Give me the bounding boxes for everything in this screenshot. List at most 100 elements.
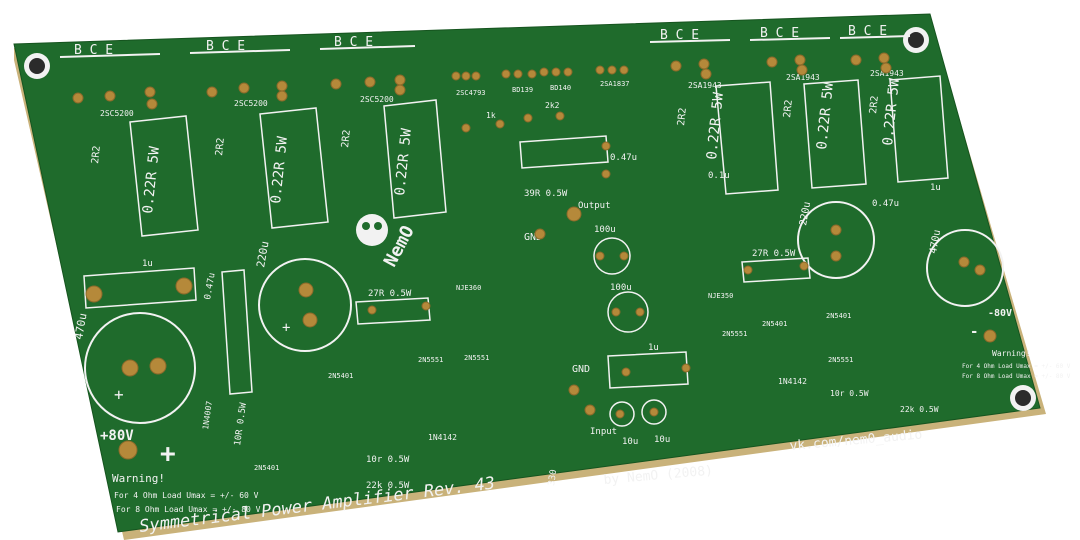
- warning-title-right: Warning!: [992, 349, 1031, 358]
- transistor-label-driver1: 2SC4793: [456, 89, 486, 97]
- capacitor-1u-left-label: 1u: [142, 259, 153, 269]
- gnd-label-top: GND: [524, 232, 542, 243]
- capacitor-01u-label: 0.1u: [708, 171, 730, 181]
- transistor-label-small-1: 2N5401: [328, 372, 353, 380]
- transistor-label-driver3: BD140: [550, 84, 571, 92]
- transistor-label-driver2: BD139: [512, 86, 533, 94]
- capacitor-470u-left: +: [84, 312, 196, 424]
- capacitor-220u-left: +: [258, 258, 352, 352]
- capacitor-100u-b-label: 100u: [610, 283, 632, 293]
- transistor-label-small-3: 2N5401: [254, 464, 279, 472]
- resistor-27r-left: [355, 297, 431, 325]
- resistor-27r-left-label: 27R 0.5W: [368, 289, 412, 299]
- resistor-2k2-label: 2k2: [545, 101, 560, 110]
- bce-label-4: B C E: [660, 28, 699, 43]
- transistor-label-small-7: 2N5401: [826, 312, 851, 320]
- plus-supply-label: +80V: [100, 428, 134, 444]
- capacitor-10u-a-label: 10u: [622, 437, 638, 447]
- capacitor-1u-mid: [607, 351, 689, 389]
- emitter-resistor-outlines: [129, 75, 949, 237]
- resistor-22k-label: 22k 0.5W: [366, 481, 410, 491]
- resistor-27r-right: [741, 257, 811, 283]
- capacitor-470u-right-label: 470u: [928, 229, 943, 255]
- mounting-hole-top-left: [24, 53, 50, 79]
- input-label: Input: [590, 427, 617, 437]
- transistor-label-small-2: 2N5551: [418, 356, 443, 364]
- transistor-label-out5: 2SA1943: [786, 73, 820, 82]
- capacitor-220u-left-label: 220u: [254, 240, 271, 268]
- resistor-27r-right-label: 27R 0.5W: [752, 249, 796, 259]
- svg-text:+: +: [282, 320, 290, 336]
- warning-line2-left: For 8 Ohm Load Umax = +/- 80 V: [116, 505, 261, 514]
- transistor-label-nje-a: NJE360: [456, 284, 481, 292]
- emitter-resistor-label-1: 0.22R 5W: [140, 145, 163, 214]
- capacitor-10u-b: [641, 399, 667, 425]
- capacitor-10u-a: [609, 401, 635, 427]
- base-resistor-label-1: 2R2: [90, 145, 103, 164]
- transistor-label-small-8: 2N5551: [828, 356, 853, 364]
- transistor-label-small-5: 2N5551: [722, 330, 747, 338]
- capacitor-047u-top: [519, 135, 609, 169]
- transistor-label-out3: 2SC5200: [360, 95, 394, 104]
- pcb-board: [13, 13, 1041, 533]
- bce-label-6: B C E: [848, 24, 887, 39]
- emitter-resistor-label-3: 0.22R 5W: [392, 127, 415, 196]
- output-label: Output: [578, 201, 611, 211]
- resistor-22k-right-label: 22k 0.5W: [900, 405, 939, 414]
- warning-title-left: Warning!: [112, 472, 165, 485]
- transistor-label-small-4: 2N5551: [464, 354, 489, 362]
- warning-line2-right: For 8 Ohm Load Umax = +/- 80 V: [962, 373, 1071, 380]
- transistor-label-small-6: 2N5401: [762, 320, 787, 328]
- emitter-resistor-label-6: 0.22R 5W: [880, 77, 903, 146]
- warning-line1-right: For 4 Ohm Load Umax = +/- 60 V: [962, 363, 1071, 370]
- diode-1n4142-label-b: 1N4142: [778, 377, 807, 386]
- bce-header-lines: [59, 35, 911, 58]
- capacitor-1u-right-label: 1u: [930, 183, 941, 193]
- transistor-label-driver4: 2SA1837: [600, 80, 630, 88]
- resistor-1k-label: 1k: [486, 111, 496, 120]
- emitter-resistor-label-2: 0.22R 5W: [268, 135, 291, 204]
- capacitor-1u-left: [83, 267, 197, 309]
- diode-1n4007-label: 1N4007: [201, 400, 214, 430]
- capacitor-047u-top-label: 0.47u: [610, 153, 637, 163]
- capacitor-047u-left: [221, 269, 253, 395]
- resistor-330-label: 330: [547, 469, 559, 486]
- mounting-hole-top-right: [903, 27, 929, 53]
- plus-sign-label: +: [160, 439, 176, 469]
- capacitor-220u-right: [797, 201, 875, 279]
- warning-line1-left: For 4 Ohm Load Umax = +/- 60 V: [114, 491, 259, 500]
- gnd-label-bottom: GND: [572, 364, 590, 375]
- transistor-label-out1: 2SC5200: [100, 109, 134, 118]
- capacitor-100u-a: [593, 237, 631, 275]
- capacitor-470u-right: [926, 229, 1004, 307]
- minus-supply-label: -80V: [988, 308, 1012, 319]
- capacitor-10u-b-label: 10u: [654, 435, 670, 445]
- bce-label-3: B C E: [334, 35, 373, 50]
- resistor-39r-label: 39R 0.5W: [524, 189, 568, 199]
- bce-label-2: B C E: [206, 39, 245, 54]
- diode-1n4142-label-a: 1N4142: [428, 433, 457, 442]
- capacitor-100u-b: [607, 291, 649, 333]
- resistor-10r-right-label: 10r 0.5W: [830, 389, 869, 398]
- base-resistor-label-2: 2R2: [214, 137, 227, 156]
- transistor-label-nje-b: NJE350: [708, 292, 733, 300]
- svg-text:+: +: [114, 385, 124, 404]
- base-resistor-label-4: 2R2: [676, 107, 689, 126]
- solder-pads: [72, 52, 997, 460]
- bce-label-1: B C E: [74, 43, 113, 58]
- emitter-resistor-label-5: 0.22R 5W: [814, 81, 837, 150]
- transistor-label-out2: 2SC5200: [234, 99, 268, 108]
- capacitor-047u-left-label: 0.47u: [203, 272, 218, 300]
- minus-sign-label: -: [970, 324, 978, 340]
- capacitor-100u-a-label: 100u: [594, 225, 616, 235]
- resistor-10r-label: 10r 0.5W: [366, 455, 410, 465]
- capacitor-1u-mid-label: 1u: [648, 343, 659, 353]
- bce-label-5: B C E: [760, 26, 799, 41]
- transistor-label-out6: 2SA1943: [870, 69, 904, 78]
- capacitor-047u-right-label: 0.47u: [872, 199, 899, 209]
- mounting-hole-bottom-right: [1010, 385, 1036, 411]
- base-resistor-label-6: 2R2: [868, 95, 881, 114]
- base-resistor-label-5: 2R2: [782, 99, 795, 118]
- emitter-resistor-label-4: 0.22R 5W: [704, 91, 727, 160]
